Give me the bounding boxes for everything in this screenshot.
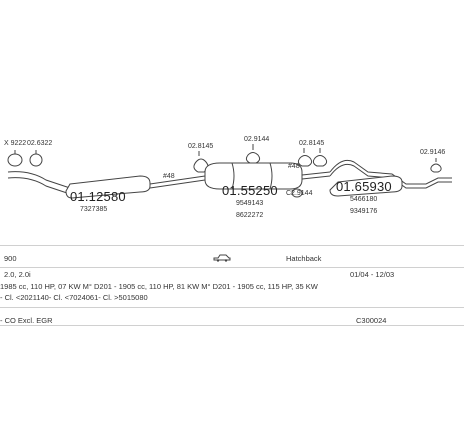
table-row: 900 Hatchback xyxy=(0,245,464,268)
middle-silencer xyxy=(204,162,303,190)
part-number-p1: 01.12580 xyxy=(70,189,126,204)
clamp-front-2 xyxy=(29,153,43,167)
part-label-p1-b: 02.6322 xyxy=(27,140,53,147)
front-silencer xyxy=(65,175,151,199)
hanger-tail xyxy=(430,163,442,173)
table-divider xyxy=(0,325,464,327)
hanger-rear-1 xyxy=(297,155,313,167)
exhaust-diagram: X 9222 02.6322 01.12580 7327385 #48 02.8… xyxy=(4,136,452,219)
exhaust-drawing xyxy=(7,144,452,199)
part-ref-p2-1: 9549143 xyxy=(236,200,264,207)
clamp-rear xyxy=(291,188,303,198)
part-label-p3-b: C2.9144 xyxy=(286,190,313,197)
part-label-p2-b: 02.9144 xyxy=(244,136,270,143)
table-row: - Cl. <2021140- Cl. <7024061- Cl. >50150… xyxy=(0,293,464,307)
part-label-p4-a: 02.9146 xyxy=(420,149,446,156)
dates-cell: 01/04 - 12/03 xyxy=(350,270,395,279)
part-number-p3: 01.65930 xyxy=(336,179,392,194)
notes-cell: - Cl. <2021140- Cl. <7024061- Cl. >50150… xyxy=(0,293,148,302)
code-cell: C300024 xyxy=(356,316,387,325)
car-silhouette-icon xyxy=(213,254,231,264)
front-pipe xyxy=(7,171,71,189)
engine-cell: 2.0, 2.0i xyxy=(4,270,31,279)
table-row: 2.0, 2.0i 01/04 - 12/03 xyxy=(0,267,464,282)
part-ref-p1: 7327385 xyxy=(80,206,108,213)
pipe-label-2: #48 xyxy=(288,163,300,170)
clamp-front-1 xyxy=(7,153,23,167)
pipe-label-1: #48 xyxy=(163,173,175,180)
rear-silencer xyxy=(329,175,403,197)
table-row: 1985 cc, 110 HP, 07 KW M° D201 - 1905 cc… xyxy=(0,281,464,293)
part-label-p3-a: 02.8145 xyxy=(299,140,325,147)
part-ref-p3-1: 5466180 xyxy=(350,196,378,203)
engine-details-cell: 1985 cc, 110 HP, 07 KW M° D201 - 1905 cc… xyxy=(0,282,318,291)
table-row: - CO Excl. EGR C300024 xyxy=(0,307,464,326)
part-ref-p2-2: 8622272 xyxy=(236,212,264,219)
hanger-mid-2 xyxy=(245,152,261,164)
part-number-p2: 01.55250 xyxy=(222,183,278,198)
hanger-rear-2 xyxy=(312,155,328,167)
rear-pipe xyxy=(329,159,452,185)
model-cell: 900 xyxy=(4,254,17,263)
part-label-p2-a: 02.8145 xyxy=(188,143,214,150)
part-ref-p3-2: 9349176 xyxy=(350,208,378,215)
part-label-p1-a: X 9222 xyxy=(4,140,27,147)
body-type-cell: Hatchback xyxy=(286,254,322,263)
emission-cell: - CO Excl. EGR xyxy=(0,316,53,325)
